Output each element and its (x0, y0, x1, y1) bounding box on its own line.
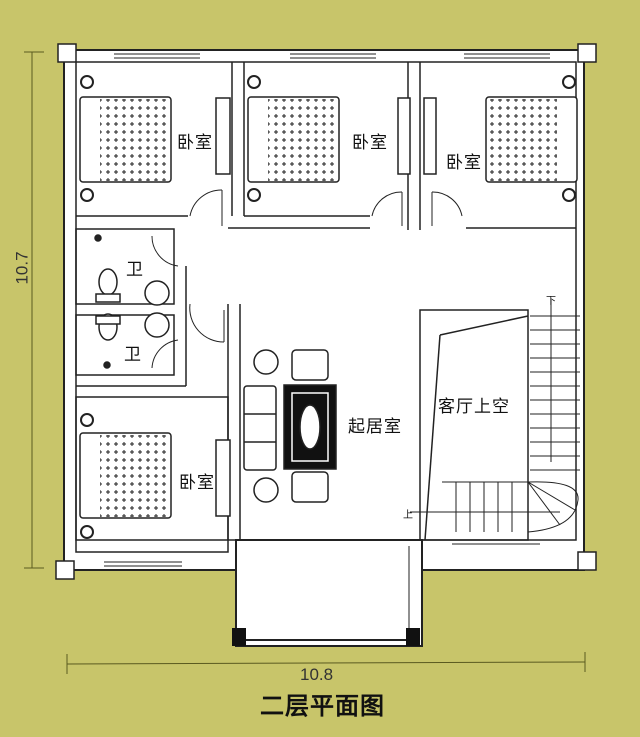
living-room-label: 起居室 (348, 417, 402, 437)
living-furniture (243, 349, 337, 503)
bathroom-2-label: 卫 (124, 345, 142, 365)
plan-title: 二层平面图 (260, 692, 385, 720)
nightstands (80, 75, 576, 539)
stair-down-label: 下 (546, 296, 557, 307)
bathroom-fixtures (94, 234, 170, 369)
stair-up-label: 上 (403, 510, 414, 521)
height-dimension: 10.7 (12, 251, 32, 285)
bathroom-1-label: 卫 (126, 260, 144, 280)
bedroom-1-label: 卧室 (177, 133, 213, 153)
bedroom-3-label: 卧室 (446, 153, 482, 173)
width-dimension: 10.8 (300, 665, 334, 684)
balcony (235, 539, 423, 647)
bedroom-4-label: 卧室 (179, 473, 215, 493)
bedroom-2-label: 卧室 (352, 133, 388, 153)
void-label: 客厅上空 (438, 397, 510, 417)
width-dimension-line (66, 661, 586, 665)
